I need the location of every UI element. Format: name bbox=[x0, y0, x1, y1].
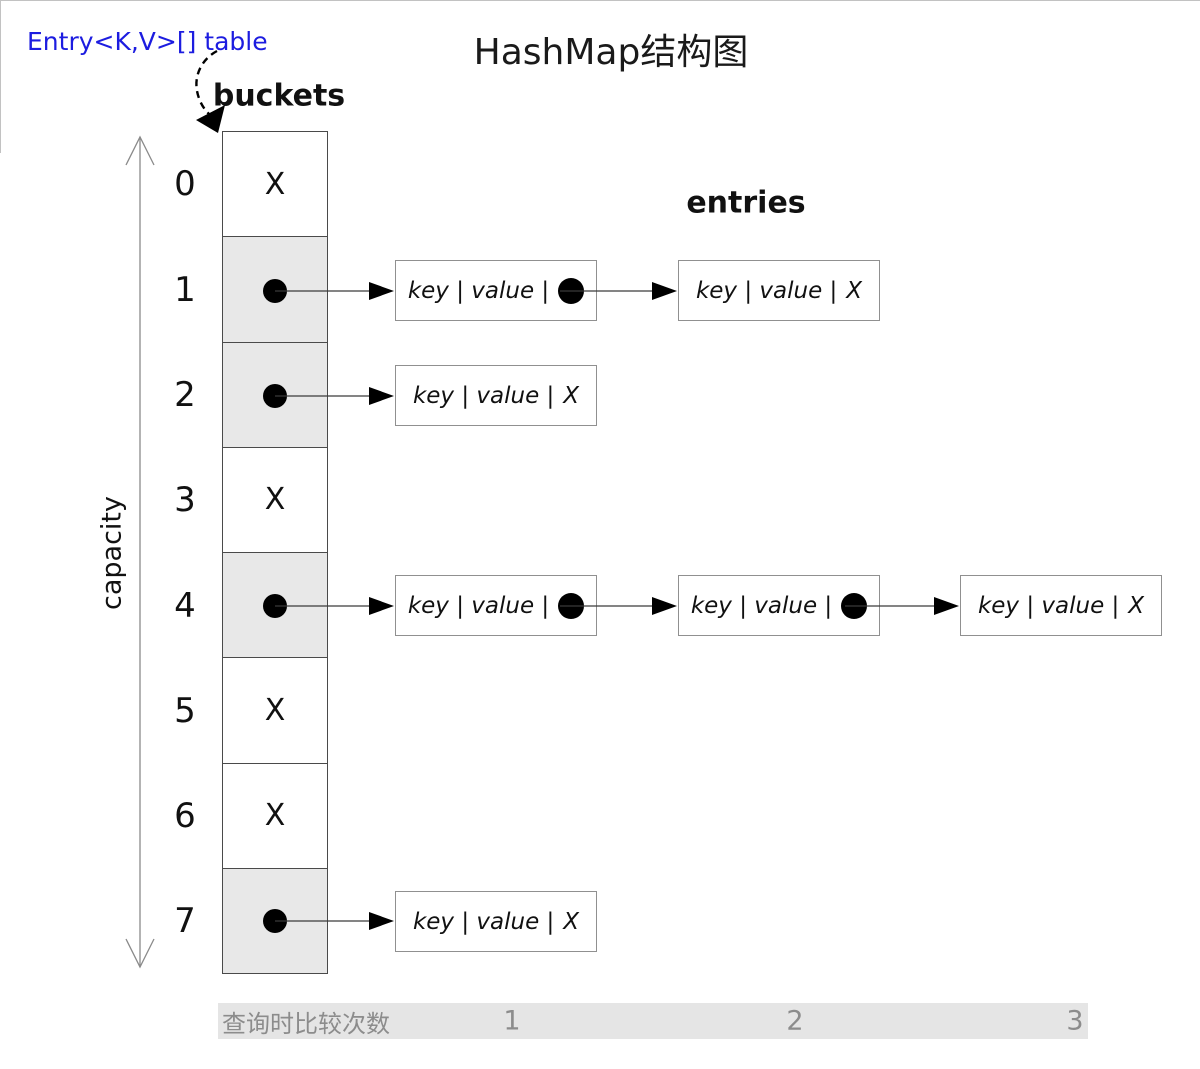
entry-text: key | value | bbox=[412, 908, 555, 935]
entry-box-b4-1: key | value | bbox=[678, 575, 880, 636]
bucket-index-7: 7 bbox=[174, 901, 196, 941]
comparison-count-3: 3 bbox=[1066, 1005, 1084, 1037]
entry-box-b4-2: key | value | X bbox=[960, 575, 1162, 636]
window-edge bbox=[0, 1, 1, 153]
bucket-cell-7 bbox=[223, 867, 327, 973]
bucket-cell-0: X bbox=[223, 132, 327, 237]
null-pointer-symbol: X bbox=[563, 382, 580, 409]
empty-slot-symbol: X bbox=[264, 692, 286, 728]
entry-text: key | value | bbox=[407, 592, 550, 619]
comparison-count-1: 1 bbox=[503, 1005, 521, 1037]
bucket-index-0: 0 bbox=[174, 164, 196, 204]
bucket-cell-6: X bbox=[223, 762, 327, 868]
bucket-index-4: 4 bbox=[174, 586, 196, 626]
entries-label: entries bbox=[686, 185, 806, 221]
bucket-cell-4 bbox=[223, 552, 327, 658]
bucket-index-3: 3 bbox=[174, 480, 196, 520]
entry-text: key | value | bbox=[690, 592, 833, 619]
next-pointer-dot bbox=[558, 592, 585, 619]
empty-slot-symbol: X bbox=[264, 166, 286, 202]
buckets-label: buckets bbox=[212, 78, 346, 114]
bucket-index-2: 2 bbox=[174, 375, 196, 415]
entry-box-b1-1: key | value | X bbox=[678, 260, 880, 321]
entry-box-b4-0: key | value | bbox=[395, 575, 597, 636]
entry-box-b7-0: key | value | X bbox=[395, 891, 597, 952]
entry-text: key | value | bbox=[412, 382, 555, 409]
capacity-label: capacity bbox=[96, 496, 128, 610]
entry-text: key | value | bbox=[407, 277, 550, 304]
entry-text: key | value | bbox=[695, 277, 838, 304]
bucket-cell-3: X bbox=[223, 446, 327, 552]
table-ref-label: Entry<K,V>[] table bbox=[27, 27, 268, 56]
entry-text: key | value | bbox=[977, 592, 1120, 619]
next-pointer-dot bbox=[841, 592, 868, 619]
bucket-index-5: 5 bbox=[174, 691, 196, 731]
page-title: HashMap结构图 bbox=[473, 32, 749, 73]
next-pointer-dot bbox=[558, 277, 585, 304]
null-pointer-symbol: X bbox=[846, 277, 863, 304]
empty-slot-symbol: X bbox=[264, 482, 286, 518]
bucket-index-6: 6 bbox=[174, 796, 196, 836]
bucket-cell-1 bbox=[223, 236, 327, 342]
comparison-count-2: 2 bbox=[786, 1005, 804, 1037]
bucket-cell-2 bbox=[223, 341, 327, 447]
entry-box-b2-0: key | value | X bbox=[395, 365, 597, 426]
null-pointer-symbol: X bbox=[563, 908, 580, 935]
capacity-arrow bbox=[125, 135, 155, 969]
comparison-count-label: 查询时比较次数 bbox=[222, 1009, 390, 1038]
empty-slot-symbol: X bbox=[264, 798, 286, 834]
null-pointer-symbol: X bbox=[1128, 592, 1145, 619]
bucket-array: X X X X bbox=[222, 131, 328, 974]
bucket-cell-5: X bbox=[223, 657, 327, 763]
bucket-index-1: 1 bbox=[174, 270, 196, 310]
comparison-count-band: 查询时比较次数 bbox=[218, 1003, 1088, 1039]
entry-box-b1-0: key | value | bbox=[395, 260, 597, 321]
